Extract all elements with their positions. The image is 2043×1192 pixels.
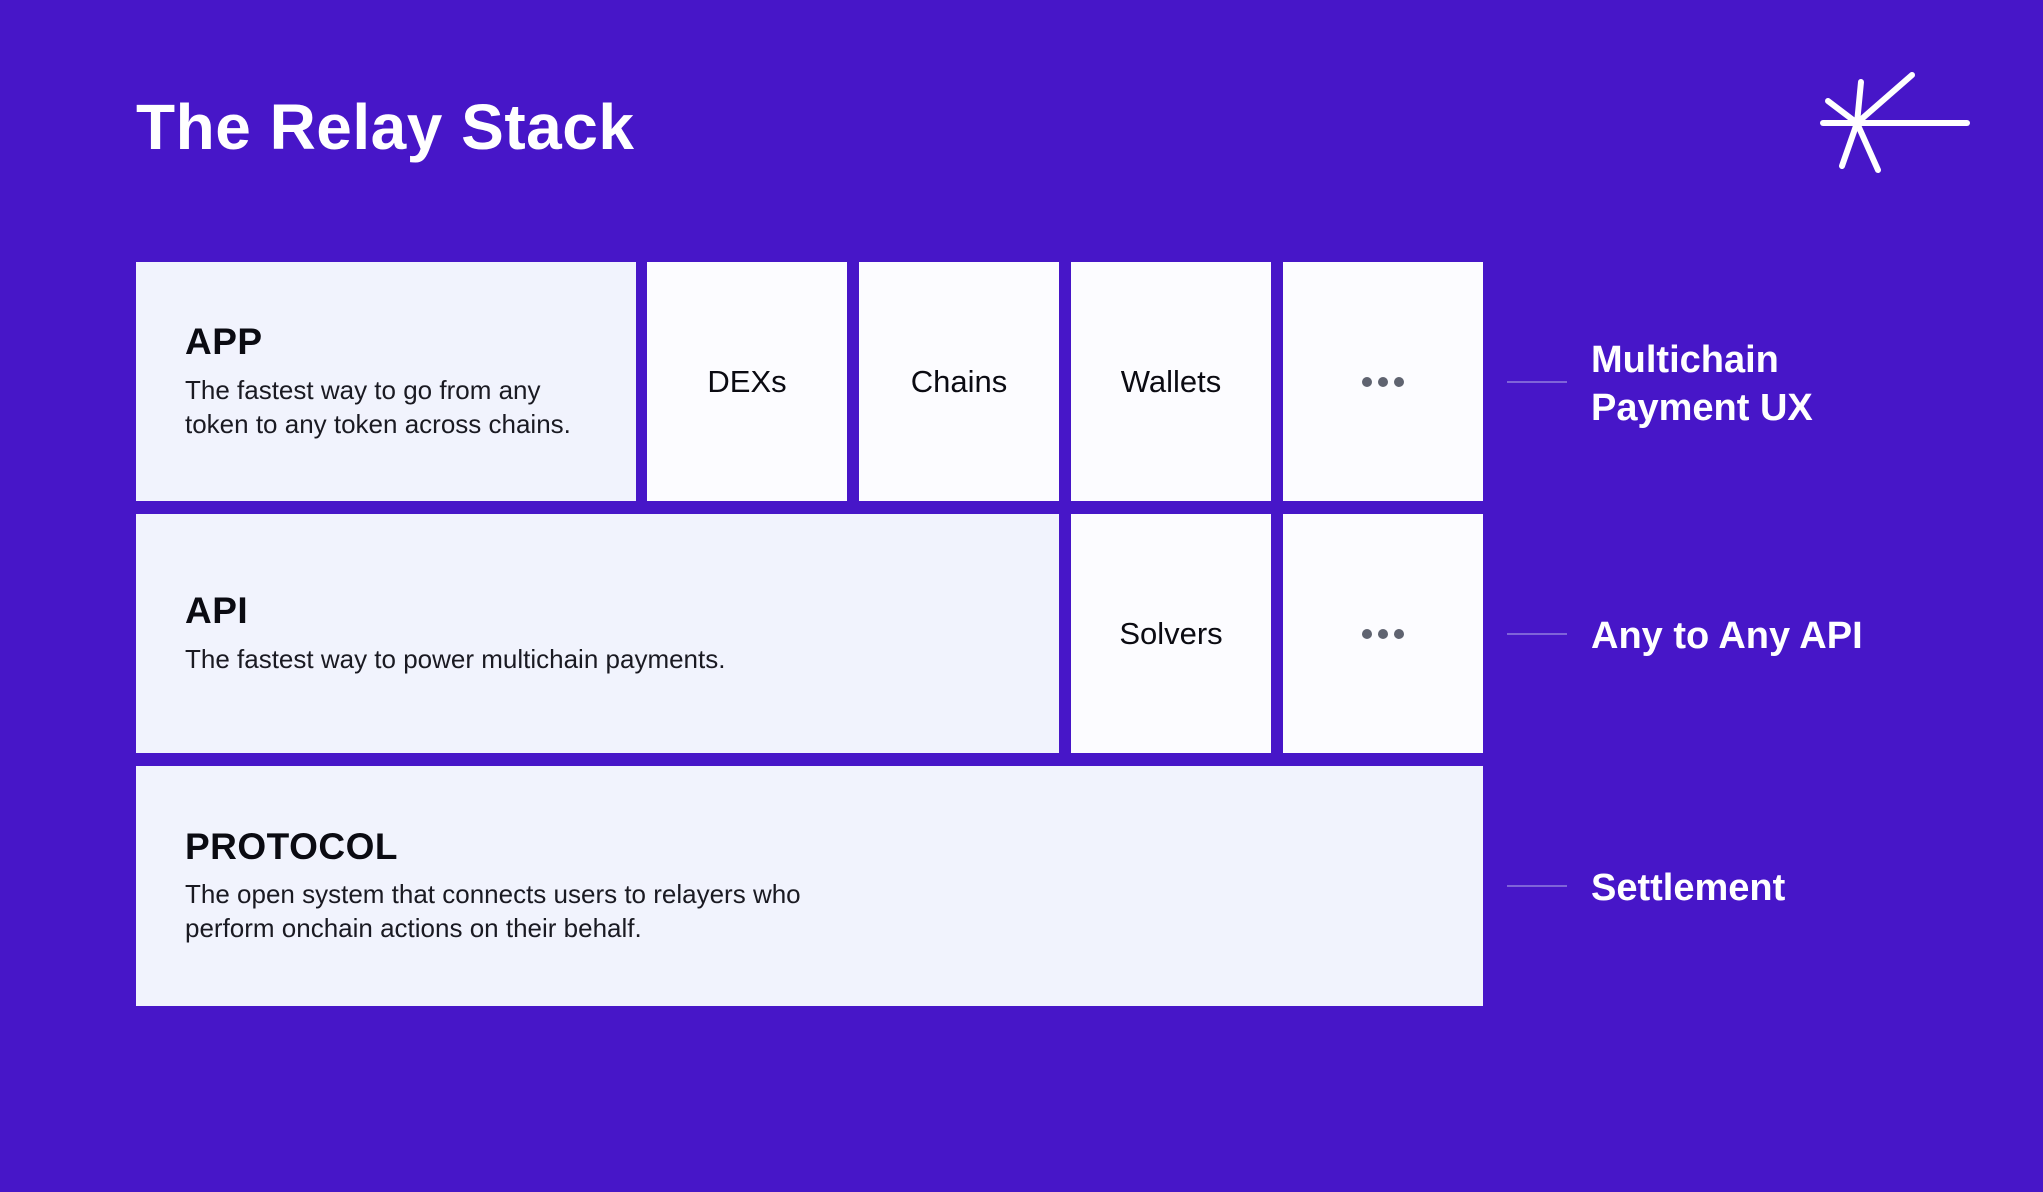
more-dots-icon: [1362, 628, 1404, 639]
tile-wallets-label: Wallets: [1120, 363, 1222, 399]
api-layer: API The fastest way to power multichain …: [136, 514, 1059, 753]
tile-solvers-label: Solvers: [1119, 615, 1223, 651]
tile-solvers: Solvers: [1071, 514, 1271, 753]
api-connector-line: [1507, 633, 1567, 635]
tile-api-more: [1283, 514, 1483, 753]
protocol-connector-line: [1507, 885, 1567, 887]
tile-chains-label: Chains: [910, 363, 1008, 399]
api-layer-description: The fastest way to power multichain paym…: [185, 643, 726, 674]
tile-app-more: [1283, 262, 1483, 501]
tile-wallets: Wallets: [1071, 262, 1271, 501]
app-layer-description: The fastest way to go from any token to …: [185, 374, 571, 439]
more-dots-icon: [1362, 376, 1404, 387]
tile-dexs: DEXs: [647, 262, 847, 501]
app-connector-line: [1507, 381, 1567, 383]
app-side-label: Multichain Payment UX: [1591, 339, 1813, 429]
protocol-layer-description: The open system that connects users to r…: [185, 879, 801, 944]
page-title: The Relay Stack: [136, 91, 635, 163]
protocol-layer-title: PROTOCOL: [185, 825, 398, 867]
app-layer-title: APP: [185, 321, 263, 363]
api-side-label: Any to Any API: [1591, 615, 1863, 657]
relay-starburst-icon: [1820, 72, 1970, 173]
protocol-layer: PROTOCOL The open system that connects u…: [136, 766, 1483, 1006]
protocol-side-label: Settlement: [1591, 867, 1786, 909]
tile-dexs-label: DEXs: [707, 363, 787, 399]
app-layer: APP The fastest way to go from any token…: [136, 262, 636, 501]
tile-chains: Chains: [859, 262, 1059, 501]
api-layer-title: API: [185, 590, 249, 632]
